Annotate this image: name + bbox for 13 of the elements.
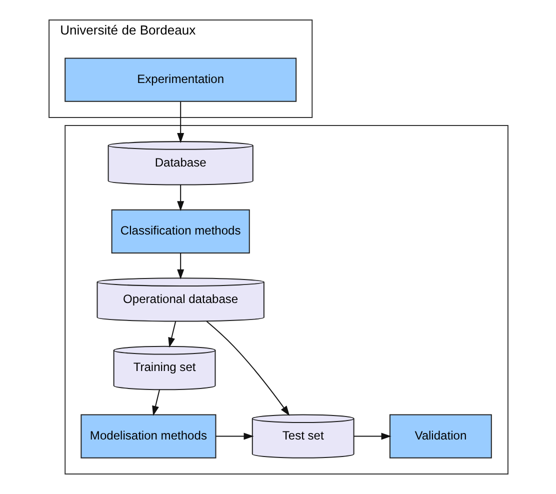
arrow [206, 320, 290, 416]
node-box: Modelisation methods [80, 414, 216, 458]
node-box: Classification methods [110, 209, 250, 254]
cluster [64, 125, 508, 474]
arrow [176, 253, 184, 280]
node-box: Experimentation [64, 58, 296, 102]
arrow [215, 432, 254, 440]
arrow [353, 432, 391, 440]
node-box: Validation [388, 414, 492, 458]
arrow [176, 102, 184, 144]
arrow [168, 321, 176, 348]
arrow [152, 390, 160, 416]
arrow [176, 184, 184, 212]
